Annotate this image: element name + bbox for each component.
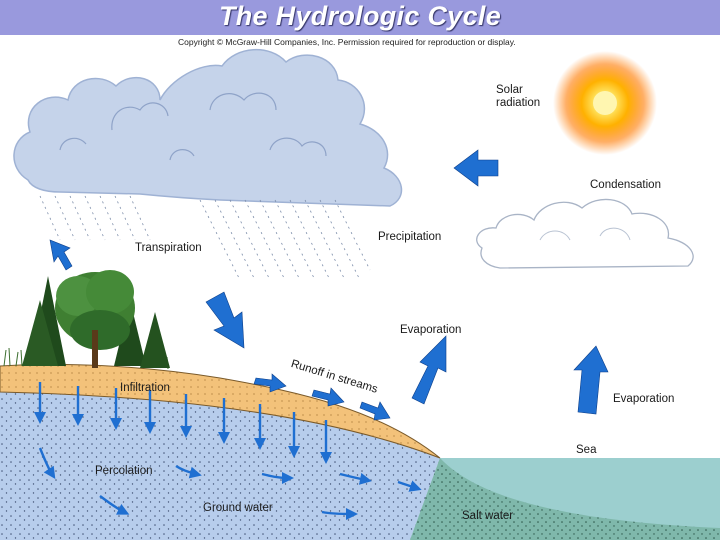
page-title: The Hydrologic Cycle xyxy=(218,1,502,31)
percolation-label: Percolation xyxy=(95,465,153,477)
title-bar xyxy=(0,0,720,35)
condensation-cloud xyxy=(476,198,694,269)
infiltration-label: Infiltration xyxy=(120,382,170,394)
solar-radiation-line2: radiation xyxy=(496,97,541,109)
rain-cloud xyxy=(13,49,403,207)
runoff-arrow-2 xyxy=(311,387,345,407)
ground-water-texture xyxy=(0,392,440,540)
sun-icon xyxy=(553,51,657,155)
percolation-arrows xyxy=(38,447,422,520)
rain xyxy=(39,195,371,281)
evaporation-sea-arrow xyxy=(573,345,609,415)
transpiration-label: Transpiration xyxy=(135,242,202,254)
precipitation-label: Precipitation xyxy=(378,231,442,243)
forest xyxy=(22,270,170,368)
arrows xyxy=(49,149,609,421)
condensation-label: Condensation xyxy=(590,179,661,191)
runoff-arrow-1 xyxy=(253,373,287,393)
solar-arrow xyxy=(453,149,499,187)
evaporation-land-arrow xyxy=(411,335,447,405)
evaporation-land-label: Evaporation xyxy=(400,324,462,336)
salt-water-texture xyxy=(410,458,720,540)
evaporation-sea-label: Evaporation xyxy=(613,393,675,405)
sea-label: Sea xyxy=(576,444,597,456)
infiltration-arrows xyxy=(34,382,332,464)
salt-water-label: Salt water xyxy=(462,510,514,522)
runoff-arrow-3 xyxy=(359,401,391,421)
copyright-notice: Copyright © McGraw-Hill Companies, Inc. … xyxy=(178,37,516,47)
transpiration-arrow xyxy=(49,239,73,271)
precipitation-arrow xyxy=(205,291,245,349)
solar-radiation-line1: Solar xyxy=(496,84,523,96)
ground-water-label: Ground water xyxy=(203,502,273,514)
soil-texture xyxy=(0,364,440,458)
solar-radiation-label: Solar radiation xyxy=(496,84,540,110)
